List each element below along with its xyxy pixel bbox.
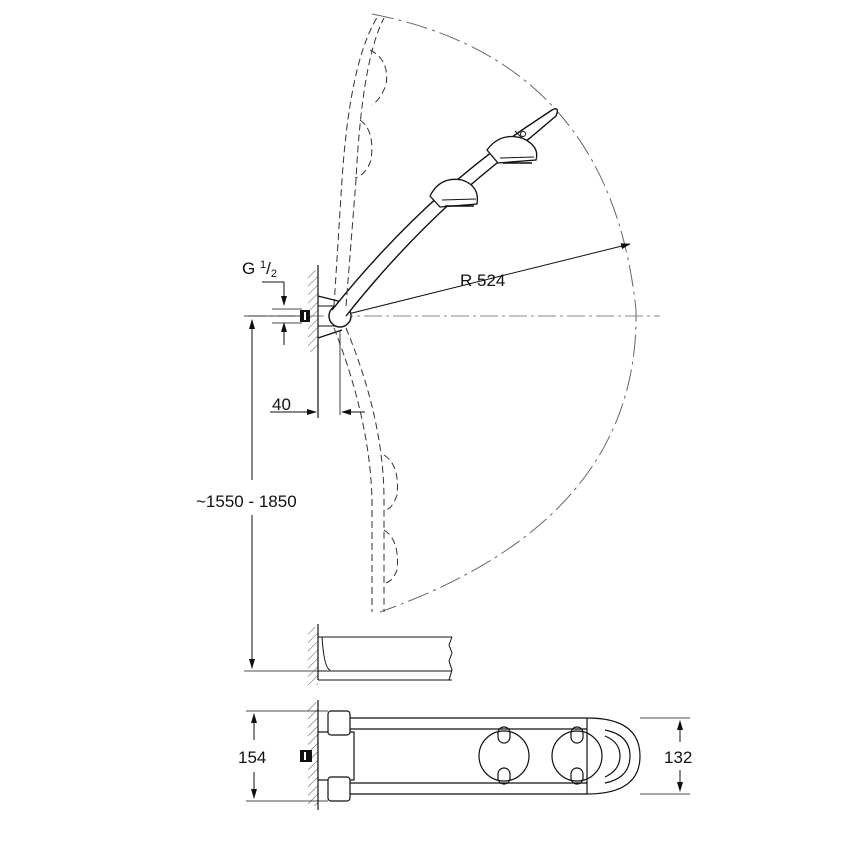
thread-label: G 1/2 (242, 259, 277, 280)
thread-prefix: G (242, 259, 256, 278)
wall-bracket (317, 295, 343, 339)
arm-width-label: 132 (664, 748, 693, 767)
ghost-arm-lower (333, 327, 398, 612)
radius-label: R 524 (460, 271, 506, 290)
arm-top-view (350, 717, 641, 795)
swing-arc (371, 13, 637, 613)
bathtub (318, 636, 452, 681)
ghost-arm-upper (333, 15, 388, 307)
radius-leader (339, 243, 631, 317)
shower-arm (331, 108, 559, 317)
wall-plate (317, 731, 355, 781)
wall-offset-label: 40 (272, 395, 291, 414)
thread-num: 1 (259, 259, 267, 271)
thread-den: 2 (270, 268, 277, 280)
shower-head-upper (486, 135, 538, 164)
height-range-label: ~1550 - 1850 (196, 492, 297, 511)
bracket-width-label: 154 (238, 748, 267, 767)
shower-head-lower (429, 178, 479, 208)
